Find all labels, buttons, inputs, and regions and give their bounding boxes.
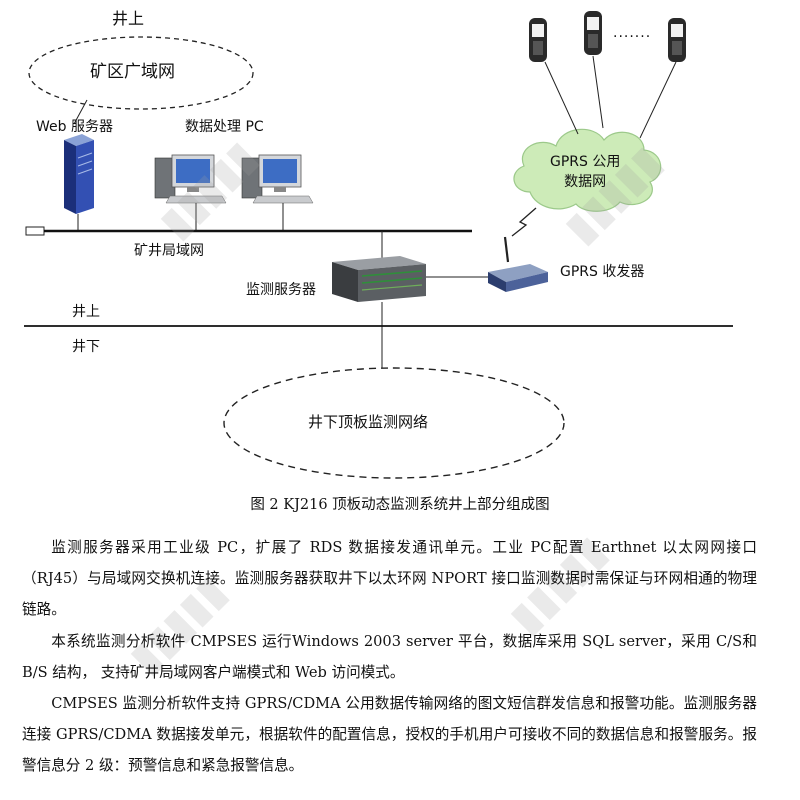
- paragraph-2: 本系统监测分析软件 CMPSES 运行Windows 2003 server 平…: [22, 633, 757, 681]
- label-data-pc: 数据处理 PC: [185, 119, 264, 135]
- monitor-server-icon: [332, 256, 426, 302]
- underground-network-ellipse: [223, 367, 565, 479]
- mobile-phone-icon: [584, 11, 602, 55]
- lan-bus-terminator: [25, 226, 45, 236]
- gprs-transceiver-icon: [488, 236, 548, 292]
- pc-icon: [154, 154, 227, 204]
- pc-icon: [241, 154, 314, 204]
- label-web-server: Web 服务器: [36, 119, 113, 135]
- wan-to-server-link: [73, 99, 88, 125]
- label-gprs-transceiver: GPRS 收发器: [560, 264, 645, 280]
- wireless-link: [511, 207, 537, 237]
- paragraph-1: 监测服务器采用工业级 PC，扩展了 RDS 数据接发通讯单元。工业 PC配置 E…: [22, 539, 757, 618]
- label-mine-wan: 矿区广域网: [90, 62, 175, 82]
- label-phone-dots: ·······: [613, 29, 652, 45]
- gprs-cloud: [513, 128, 662, 212]
- label-underground-network: 井下顶板监测网络: [308, 413, 429, 431]
- label-surface-top: 井上: [112, 9, 145, 28]
- label-underground: 井下: [72, 339, 100, 355]
- paragraph-3: CMPSES 监测分析软件支持 GPRS/CDMA 公用数据传输网络的图文短信群…: [22, 695, 757, 774]
- label-mine-lan: 矿井局域网: [134, 243, 204, 259]
- mobile-phone-icon: [529, 18, 547, 62]
- figure-caption: 图 2 KJ216 顶板动态监测系统井上部分组成图: [250, 497, 550, 513]
- system-diagram: [24, 11, 733, 479]
- web-server-icon: [64, 134, 94, 214]
- label-surface: 井上: [72, 304, 100, 320]
- mobile-phone-icon: [668, 18, 686, 62]
- mine-wan-ellipse: [28, 36, 254, 110]
- label-gprs-cloud: GPRS 公用 数据网: [550, 154, 621, 190]
- label-monitor-server: 监测服务器: [246, 282, 316, 298]
